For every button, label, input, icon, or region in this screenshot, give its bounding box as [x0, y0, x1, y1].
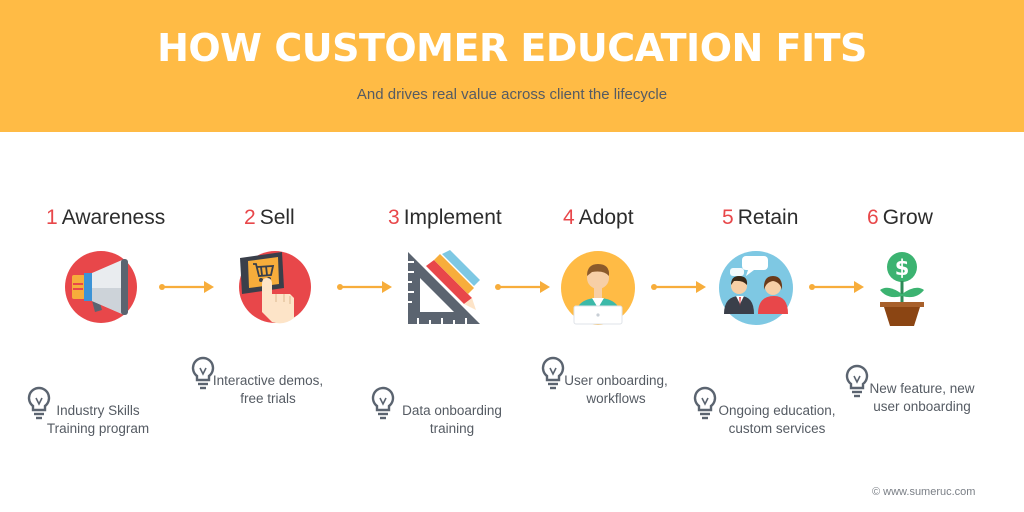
arrow-connector: [337, 281, 392, 293]
copyright-credit: © www.sumeruc.com: [872, 486, 976, 498]
tip-awareness: Industry Skills Training program: [27, 386, 157, 438]
money-plant-icon: $: [880, 252, 924, 326]
tip-line: user onboarding: [873, 399, 971, 414]
arrow-connector: [159, 281, 214, 293]
header-banner: HOW CUSTOMER EDUCATION FITS And drives r…: [0, 0, 1024, 132]
arrow-connector: [495, 281, 550, 293]
lightbulb-icon: [845, 364, 869, 398]
lightbulb-icon: [191, 356, 215, 390]
tip-text: New feature, new user onboarding: [863, 380, 981, 416]
tip-text: Industry Skills Training program: [33, 402, 163, 438]
step-label: Retain: [737, 206, 799, 229]
step-label: Implement: [403, 206, 502, 229]
tip-line: Industry Skills: [56, 403, 140, 418]
step-number: 3: [388, 206, 400, 229]
step-number: 2: [244, 206, 256, 229]
drafting-tools-icon: [408, 250, 480, 324]
step-number: 1: [46, 206, 58, 229]
arrow-connector: [809, 281, 864, 293]
tip-implement: Data onboarding training: [371, 386, 511, 438]
tip-line: Data onboarding: [402, 403, 502, 418]
tip-line: Interactive demos,: [212, 373, 324, 388]
step-label: Sell: [259, 206, 295, 229]
lightbulb-icon: [371, 386, 395, 420]
tip-text: Ongoing education, custom services: [709, 402, 845, 438]
lightbulb-icon: [693, 386, 717, 420]
tip-line: workflows: [586, 391, 646, 406]
tip-sell: Interactive demos, free trials: [191, 356, 341, 408]
arrow-connector: [651, 281, 706, 293]
lightbulb-icon: [27, 386, 51, 420]
step-label: Grow: [882, 206, 933, 229]
tip-text: User onboarding, workflows: [557, 372, 675, 408]
tip-line: User onboarding,: [564, 373, 668, 388]
step-label: Adopt: [578, 206, 634, 229]
shopping-cart-touch-icon: [239, 251, 311, 324]
tip-adopt: User onboarding, workflows: [541, 356, 681, 408]
tip-line: Training program: [46, 421, 150, 436]
conversation-people-icon: [719, 251, 793, 325]
step-label: Awareness: [61, 206, 166, 229]
megaphone-icon: [65, 251, 137, 323]
svg-text:$: $: [895, 256, 910, 280]
tip-line: custom services: [728, 421, 826, 436]
tip-line: Ongoing education,: [718, 403, 836, 418]
step-number: 5: [722, 206, 734, 229]
lightbulb-icon: [541, 356, 565, 390]
user-laptop-icon: [561, 251, 635, 325]
tip-line: free trials: [240, 391, 296, 406]
page-subtitle: And drives real value across client the …: [356, 86, 668, 103]
tip-line: New feature, new: [869, 381, 975, 396]
tip-text: Interactive demos, free trials: [205, 372, 331, 408]
tip-grow: New feature, new user onboarding: [845, 364, 985, 416]
step-number: 6: [867, 206, 879, 229]
tip-retain: Ongoing education, custom services: [693, 386, 843, 438]
tip-line: training: [429, 421, 475, 436]
tip-text: Data onboarding training: [391, 402, 513, 438]
step-number: 4: [563, 206, 575, 229]
page-title: HOW CUSTOMER EDUCATION FITS: [157, 26, 867, 70]
